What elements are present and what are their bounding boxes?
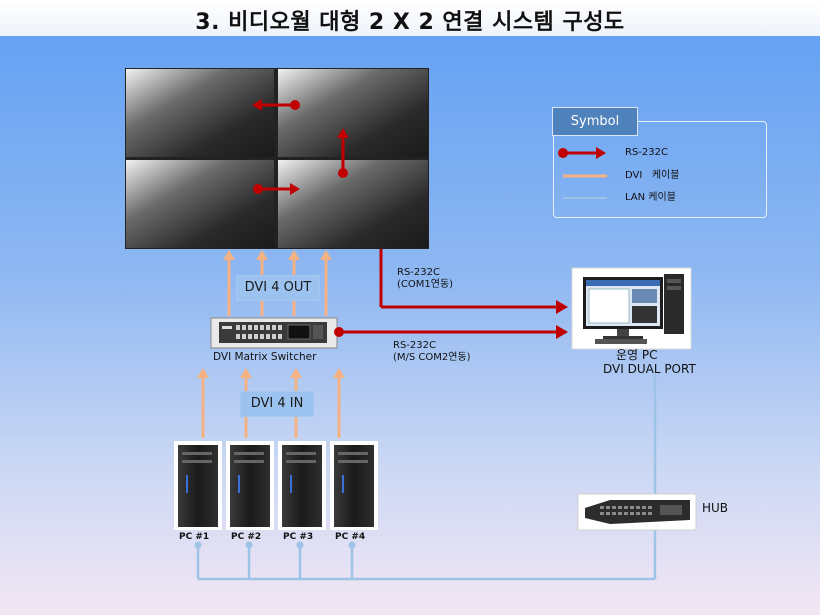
video-wall-screen-3 [126,160,274,248]
hub-label: HUB [702,501,729,515]
operating-pc-image [571,267,692,350]
diagram-title: 3. 비디오월 대형 2 X 2 연결 시스템 구성도 [195,10,625,35]
dvi-out-label: DVI 4 OUT [236,275,320,301]
lan-nodes [194,541,356,549]
legend-box [553,121,767,218]
pc-label-1: PC #1 [179,532,210,542]
legend-lan-label: LAN 케이블 [625,192,676,203]
hub-device [577,493,697,531]
pc-tower-4 [330,441,378,530]
dvi-dual-port-label: DVI DUAL PORT [603,362,696,376]
rs232-com1-label: RS-232C (COM1연동) [397,267,454,290]
video-wall-screen-1 [126,69,274,157]
switcher-label: DVI Matrix Switcher [213,351,317,363]
pc-towers [174,441,378,530]
video-wall [125,68,429,249]
pc-label-3: PC #3 [283,532,314,542]
title-band [0,0,820,36]
lan-lines [196,374,657,581]
video-wall-screen-2 [278,69,428,157]
legend-heading: Symbol [552,107,638,136]
pc-label-2: PC #2 [231,532,262,542]
video-wall-screen-4 [278,160,428,248]
legend-rs232-label: RS-232C [625,147,668,158]
pc-tower-3 [278,441,326,530]
pc-label-4: PC #4 [335,532,366,542]
dvi-in-label: DVI 4 IN [240,391,314,417]
matrix-switcher-device [210,317,338,349]
operating-pc-label: 운영 PC [616,348,658,362]
legend-dvi-label: DVI 케이블 [625,170,680,181]
rs232-lines [334,249,568,339]
legend-symbols [558,147,607,199]
pc-tower-1 [174,441,222,530]
wall-rs232-arrows [252,99,349,195]
pc-tower-2 [226,441,274,530]
rs232-com2-label: RS-232C (M/S COM2연동) [393,340,471,363]
